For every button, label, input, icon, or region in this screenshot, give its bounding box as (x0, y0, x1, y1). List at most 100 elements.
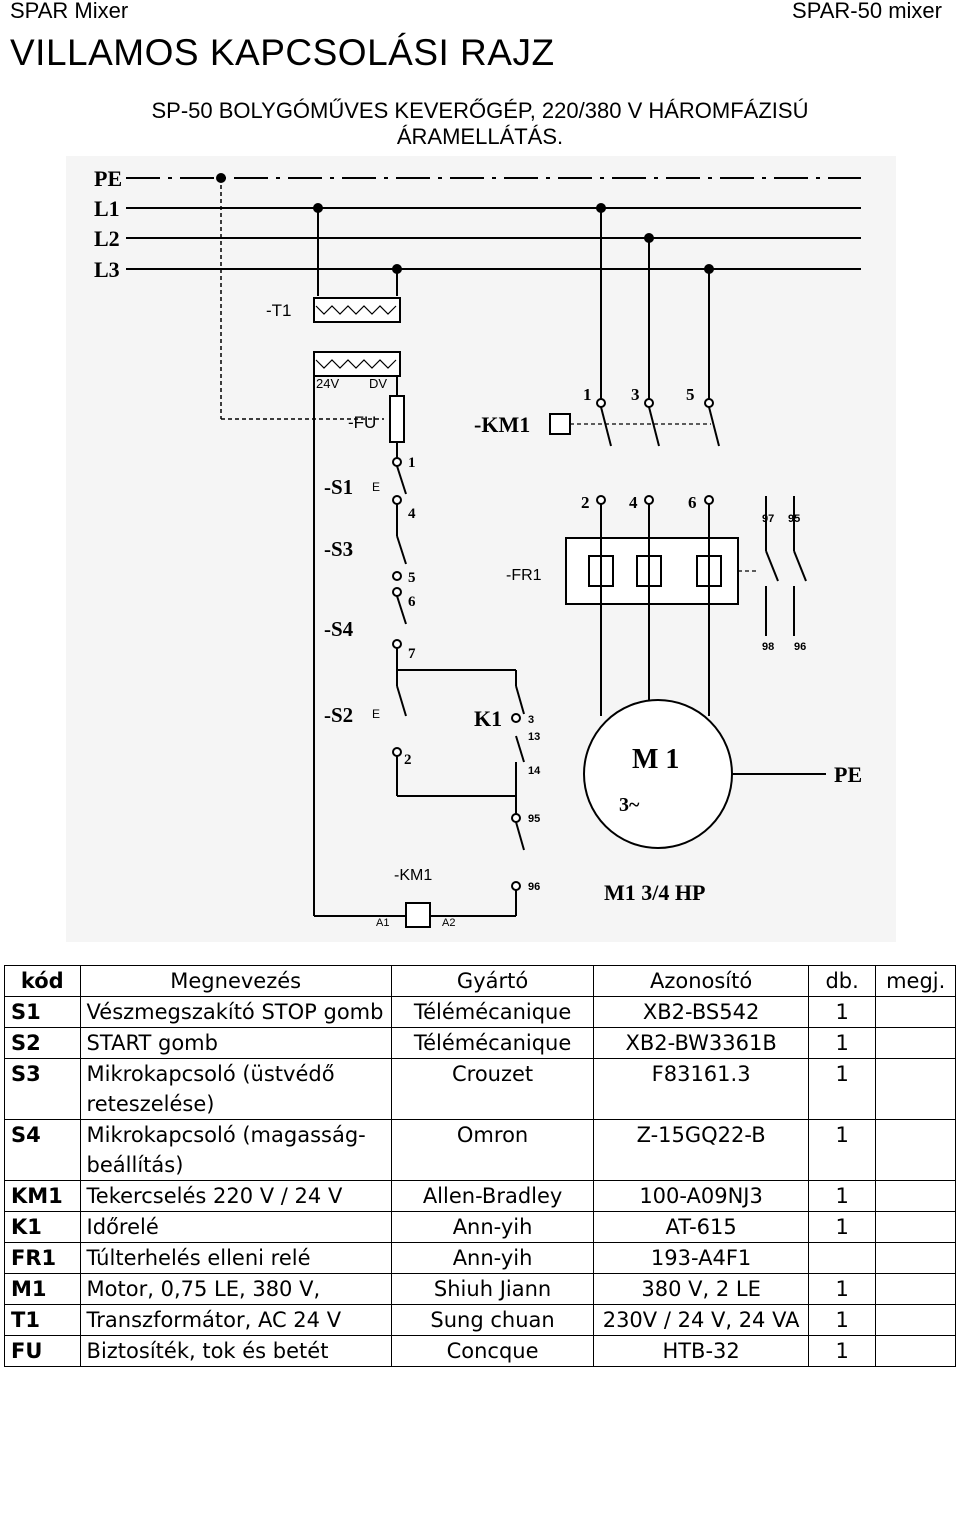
table-row: FU Biztosíték, tok és betét Concque HTB-… (4, 1335, 956, 1367)
fuse-label: -FU (348, 413, 376, 432)
km1-contactor-label: -KM1 (474, 412, 530, 437)
cell-manufacturer: Concque (390, 1335, 595, 1367)
cell-name: Tekercselés 220 V / 24 V (79, 1180, 392, 1212)
cell-code: FR1 (4, 1242, 81, 1274)
cell-note (875, 1058, 956, 1120)
subtitle-line-1: SP-50 BOLYGÓMŰVES KEVERŐGÉP, 220/380 V H… (151, 98, 809, 123)
cell-name: Mikrokapcsoló (üstvédő reteszelése) (79, 1058, 392, 1120)
table-row: T1 Transzformátor, AC 24 V Sung chuan 23… (4, 1304, 956, 1336)
cell-manufacturer: Sung chuan (390, 1304, 595, 1336)
cell-name: Transzformátor, AC 24 V (79, 1304, 392, 1336)
cell-manufacturer: Ann-yih (390, 1242, 595, 1274)
cell-code: FU (4, 1335, 81, 1367)
transformer-secondary (313, 351, 401, 377)
s1-e-mark: E (372, 480, 380, 494)
fuse-symbol (389, 395, 405, 443)
cell-name: Vészmegszakító STOP gomb (79, 996, 392, 1028)
aux-98: 98 (762, 641, 774, 653)
cell-manufacturer: Allen-Bradley (390, 1180, 595, 1212)
fr1-label: -FR1 (506, 567, 542, 584)
motor-rating: M1 3/4 HP (604, 880, 705, 905)
pole-1: 1 (583, 385, 592, 404)
cell-qty: 1 (807, 1273, 877, 1305)
cell-id: HTB-32 (593, 1335, 809, 1367)
subtitle-line-2: ÁRAMELLÁTÁS. (396, 124, 564, 149)
cell-qty: 1 (807, 1180, 877, 1212)
transformer-primary (313, 297, 401, 323)
s2-label: -S2 (324, 703, 353, 727)
cell-manufacturer: Ann-yih (390, 1211, 595, 1243)
header-right: SPAR-50 mixer (792, 0, 942, 23)
k1-term-13: 13 (528, 731, 540, 743)
term-7: 7 (408, 646, 416, 662)
col-header-manufacturer: Gyártó (390, 965, 595, 997)
km1-coil (405, 902, 431, 928)
col-header-qty: db. (807, 965, 877, 997)
cell-note (875, 1273, 956, 1305)
table-row: S4 Mikrokapcsoló (magasság-beállítás) Om… (4, 1119, 956, 1181)
transformer-dv-label: DV (369, 376, 387, 391)
subtitle: SP-50 BOLYGÓMŰVES KEVERŐGÉP, 220/380 V H… (0, 98, 960, 150)
rail-label-pe: PE (94, 166, 122, 191)
fr1-term-96: 96 (528, 881, 540, 893)
cell-manufacturer: Télémécanique (390, 1027, 595, 1059)
k1-term-3: 3 (528, 714, 534, 726)
term-2: 2 (404, 752, 412, 768)
km1-coil-label: -KM1 (394, 867, 432, 884)
header-left: SPAR Mixer (10, 0, 129, 23)
cell-qty: 1 (807, 1119, 877, 1181)
aux-95: 95 (788, 513, 800, 525)
cell-code: KM1 (4, 1180, 81, 1212)
k1-label: K1 (474, 706, 502, 731)
transformer-label: -T1 (266, 301, 292, 320)
fr1-term-95: 95 (528, 813, 540, 825)
cell-manufacturer: Omron (390, 1119, 595, 1181)
cell-note (875, 1304, 956, 1336)
table-row: K1 Időrelé Ann-yih AT-615 1 (4, 1211, 956, 1243)
s3-label: -S3 (324, 537, 353, 561)
col-header-code: kód (4, 965, 81, 997)
page-title: VILLAMOS KAPCSOLÁSI RAJZ (10, 32, 555, 73)
cell-manufacturer: Shiuh Jiann (390, 1273, 595, 1305)
col-header-note: megj. (875, 965, 956, 997)
cell-qty: 1 (807, 1304, 877, 1336)
cell-id: AT-615 (593, 1211, 809, 1243)
s2-e-mark: E (372, 707, 380, 721)
cell-note (875, 1242, 956, 1274)
pole-4: 4 (629, 493, 638, 512)
cell-code: S3 (4, 1058, 81, 1120)
cell-name: Túlterhelés elleni relé (79, 1242, 392, 1274)
pole-2: 2 (581, 493, 590, 512)
cell-code: K1 (4, 1211, 81, 1243)
cell-id: 230V / 24 V, 24 VA (593, 1304, 809, 1336)
cell-qty: 1 (807, 1058, 877, 1120)
pole-6: 6 (688, 493, 697, 512)
cell-name: Mikrokapcsoló (magasság-beállítás) (79, 1119, 392, 1181)
cell-id: XB2-BS542 (593, 996, 809, 1028)
coil-a2: A2 (442, 917, 455, 929)
cell-name: Biztosíték, tok és betét (79, 1335, 392, 1367)
s1-label: -S1 (324, 475, 353, 499)
cell-manufacturer: Crouzet (390, 1058, 595, 1120)
pole-5: 5 (686, 385, 695, 404)
table-row: S1 Vészmegszakító STOP gomb Télémécaniqu… (4, 996, 956, 1028)
cell-id: XB2-BW3361B (593, 1027, 809, 1059)
rail-label-l3: L3 (94, 257, 120, 282)
aux-97: 97 (762, 513, 774, 525)
term-5: 5 (408, 570, 416, 586)
cell-name: START gomb (79, 1027, 392, 1059)
k1-term-14: 14 (528, 765, 541, 777)
table-row: KM1 Tekercselés 220 V / 24 V Allen-Bradl… (4, 1180, 956, 1212)
cell-code: T1 (4, 1304, 81, 1336)
cell-code: S2 (4, 1027, 81, 1059)
cell-id: F83161.3 (593, 1058, 809, 1120)
parts-table: kód Megnevezés Gyártó Azonosító db. megj… (4, 965, 956, 1367)
cell-name: Időrelé (79, 1211, 392, 1243)
table-row: S2 START gomb Télémécanique XB2-BW3361B … (4, 1027, 956, 1059)
power-rails (126, 177, 861, 270)
cell-qty: 1 (807, 996, 877, 1028)
pole-3: 3 (631, 385, 640, 404)
cell-note (875, 1335, 956, 1367)
cell-note (875, 1119, 956, 1181)
cell-id: 193-A4F1 (593, 1242, 809, 1274)
